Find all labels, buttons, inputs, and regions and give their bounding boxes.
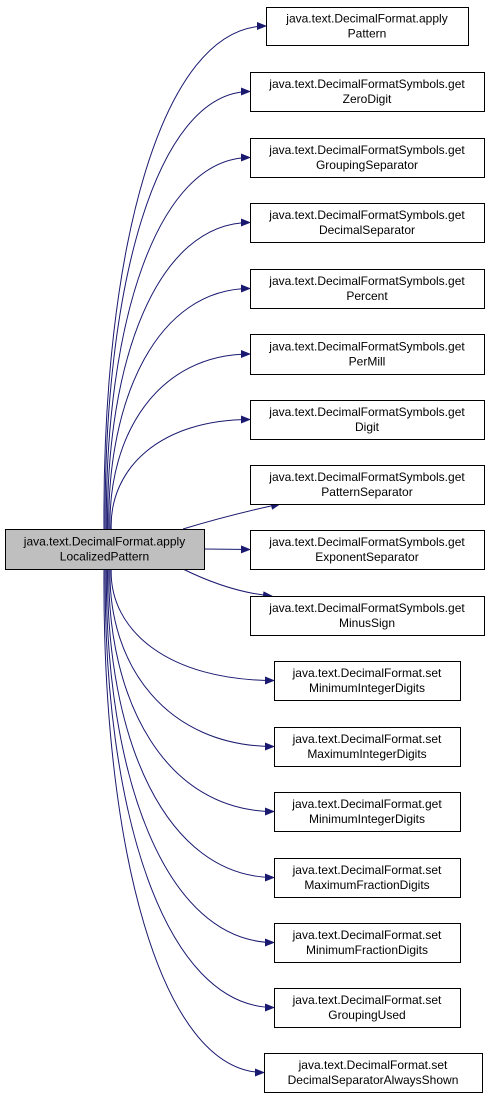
target-node-8[interactable]: java.text.DecimalFormatSymbols.getPatter… bbox=[250, 465, 485, 505]
source-node-label-line-1: java.text.DecimalFormat.apply bbox=[23, 535, 185, 549]
target-node-1-label-line-1: java.text.DecimalFormat.apply bbox=[285, 12, 447, 26]
edge-12 bbox=[109, 568, 275, 751]
source-node-label-line-2: LocalizedPattern bbox=[60, 550, 149, 564]
target-node-17-label-line-1: java.text.DecimalFormat.set bbox=[298, 1058, 448, 1072]
target-node-2[interactable]: java.text.DecimalFormatSymbols.getZeroDi… bbox=[250, 72, 485, 112]
edges bbox=[103, 22, 281, 1077]
target-node-5[interactable]: java.text.DecimalFormatSymbols.getPercen… bbox=[250, 269, 485, 309]
target-node-14-label-line-1: java.text.DecimalFormat.set bbox=[292, 863, 442, 877]
target-node-9-label-line-2: ExponentSeparator bbox=[315, 550, 418, 564]
edge-8 bbox=[182, 501, 281, 530]
nodes: java.text.DecimalFormat.applyLocalizedPa… bbox=[5, 7, 485, 1093]
target-node-12[interactable]: java.text.DecimalFormat.setMaximumIntege… bbox=[274, 727, 461, 767]
target-node-11[interactable]: java.text.DecimalFormat.setMinimumIntege… bbox=[274, 661, 461, 701]
edge-4 bbox=[107, 218, 251, 530]
target-node-16-box bbox=[274, 988, 461, 1028]
target-node-9-label-line-1: java.text.DecimalFormatSymbols.get bbox=[268, 535, 465, 549]
target-node-3-label-line-2: GroupingSeparator bbox=[316, 158, 418, 172]
target-node-13-label-line-1: java.text.DecimalFormat.get bbox=[291, 797, 442, 811]
target-node-9-box bbox=[250, 530, 485, 570]
source-node[interactable]: java.text.DecimalFormat.applyLocalizedPa… bbox=[5, 529, 205, 570]
edge-11 bbox=[110, 568, 275, 685]
target-node-5-label-line-2: Percent bbox=[346, 289, 388, 303]
target-node-7-label-line-2: Digit bbox=[355, 420, 380, 434]
target-node-2-label-line-2: ZeroDigit bbox=[343, 92, 392, 106]
target-node-12-label-line-2: MaximumIntegerDigits bbox=[307, 747, 426, 761]
edge-2 bbox=[104, 87, 251, 530]
target-node-16-label-line-2: GroupingUsed bbox=[328, 1008, 405, 1022]
edge-6 bbox=[109, 350, 251, 530]
target-node-10-label-line-2: MinusSign bbox=[339, 616, 395, 630]
target-node-9[interactable]: java.text.DecimalFormatSymbols.getExpone… bbox=[250, 530, 485, 570]
target-node-12-label-line-1: java.text.DecimalFormat.set bbox=[292, 732, 442, 746]
target-node-3[interactable]: java.text.DecimalFormatSymbols.getGroupi… bbox=[250, 138, 485, 178]
target-node-10-label-line-1: java.text.DecimalFormatSymbols.get bbox=[268, 601, 465, 615]
target-node-16-label-line-1: java.text.DecimalFormat.set bbox=[292, 993, 442, 1007]
target-node-6-box bbox=[250, 334, 485, 375]
target-node-17-box bbox=[264, 1053, 483, 1093]
edge-17 bbox=[103, 568, 265, 1077]
target-node-14-label-line-2: MaximumFractionDigits bbox=[304, 878, 429, 892]
target-node-4-label-line-2: DecimalSeparator bbox=[319, 223, 415, 237]
target-node-17[interactable]: java.text.DecimalFormat.setDecimalSepara… bbox=[264, 1053, 483, 1093]
target-node-13[interactable]: java.text.DecimalFormat.getMinimumIntege… bbox=[274, 792, 461, 832]
target-node-4-label-line-1: java.text.DecimalFormatSymbols.get bbox=[268, 208, 465, 222]
edge-9 bbox=[203, 545, 251, 554]
target-node-4[interactable]: java.text.DecimalFormatSymbols.getDecima… bbox=[250, 203, 485, 243]
target-node-15[interactable]: java.text.DecimalFormat.setMinimumFracti… bbox=[274, 923, 461, 963]
target-node-13-box bbox=[274, 792, 461, 832]
edge-14 bbox=[107, 568, 275, 882]
target-node-15-label-line-2: MinimumFractionDigits bbox=[306, 943, 428, 957]
target-node-2-label-line-1: java.text.DecimalFormatSymbols.get bbox=[268, 77, 465, 91]
edge-16 bbox=[104, 568, 275, 1012]
target-node-11-box bbox=[274, 661, 461, 701]
target-node-2-box bbox=[250, 72, 485, 112]
edge-1 bbox=[103, 22, 267, 530]
target-node-14[interactable]: java.text.DecimalFormat.setMaximumFracti… bbox=[274, 858, 461, 898]
target-node-5-label-line-1: java.text.DecimalFormatSymbols.get bbox=[268, 274, 465, 288]
target-node-6-label-line-2: PerMill bbox=[349, 355, 386, 369]
edge-5 bbox=[108, 284, 251, 530]
target-node-10[interactable]: java.text.DecimalFormatSymbols.getMinusS… bbox=[250, 596, 485, 636]
target-node-8-label-line-1: java.text.DecimalFormatSymbols.get bbox=[268, 470, 465, 484]
target-node-13-label-line-2: MinimumIntegerDigits bbox=[309, 812, 425, 826]
edge-15 bbox=[105, 568, 275, 947]
target-node-4-box bbox=[250, 203, 485, 243]
target-node-10-box bbox=[250, 596, 485, 636]
target-node-7-box bbox=[250, 400, 485, 440]
target-node-11-label-line-2: MinimumIntegerDigits bbox=[309, 681, 425, 695]
target-node-11-label-line-1: java.text.DecimalFormat.set bbox=[292, 666, 442, 680]
target-node-8-box bbox=[250, 465, 485, 505]
target-node-14-box bbox=[274, 858, 461, 898]
target-node-1-label-line-2: Pattern bbox=[348, 27, 387, 41]
edge-13 bbox=[108, 568, 275, 816]
target-node-6-label-line-1: java.text.DecimalFormatSymbols.get bbox=[268, 340, 465, 354]
target-node-3-box bbox=[250, 138, 485, 178]
target-node-8-label-line-2: PatternSeparator bbox=[321, 485, 412, 499]
edge-10 bbox=[182, 568, 273, 600]
target-node-6[interactable]: java.text.DecimalFormatSymbols.getPerMil… bbox=[250, 334, 485, 375]
target-node-17-label-line-2: DecimalSeparatorAlwaysShown bbox=[288, 1073, 459, 1087]
target-node-12-box bbox=[274, 727, 461, 767]
target-node-3-label-line-1: java.text.DecimalFormatSymbols.get bbox=[268, 143, 465, 157]
target-node-1-box bbox=[266, 7, 469, 46]
target-node-15-box bbox=[274, 923, 461, 963]
target-node-7-label-line-1: java.text.DecimalFormatSymbols.get bbox=[268, 405, 465, 419]
edge-3 bbox=[105, 153, 251, 530]
target-node-5-box bbox=[250, 269, 485, 309]
source-node-box bbox=[5, 529, 205, 570]
target-node-15-label-line-1: java.text.DecimalFormat.set bbox=[292, 928, 442, 942]
edge-7 bbox=[110, 415, 251, 530]
